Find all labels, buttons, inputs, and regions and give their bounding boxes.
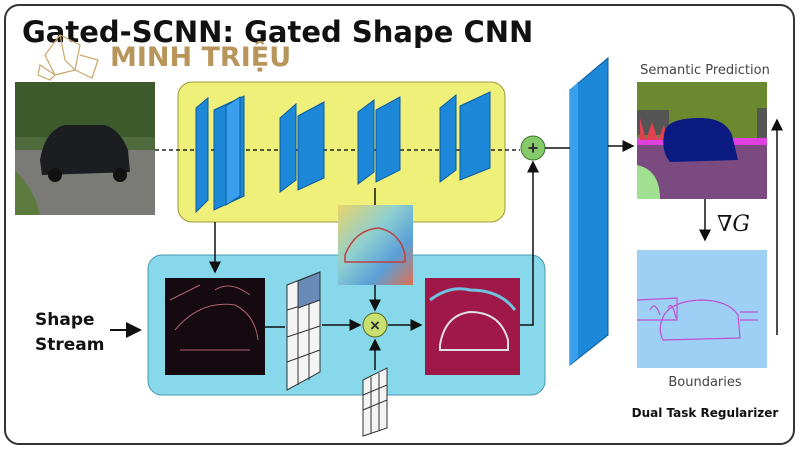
boundaries-image: [636, 250, 767, 368]
conv-block-3: [357, 96, 401, 185]
boundaries-label: Boundaries: [668, 375, 742, 390]
arrow-to-add: [520, 160, 539, 326]
plus-icon: +: [528, 138, 539, 158]
gradient-label: ∇G: [717, 212, 750, 237]
gate-grid: [286, 271, 321, 391]
multiply-node-icon: [362, 312, 388, 338]
edge-feature-image: [165, 278, 265, 375]
input-image: [15, 82, 155, 215]
semantic-prediction-label: Semantic Prediction: [640, 63, 770, 78]
conv-block-2: [279, 101, 325, 193]
shape-stream-label-1: Shape: [35, 310, 95, 330]
conv-block-1: [195, 95, 245, 214]
watermark-text: MINH TRIỆU: [110, 41, 291, 73]
semantic-prediction-image: [637, 82, 767, 199]
conv-block-4: [439, 91, 491, 183]
small-gate-grid: [362, 367, 388, 437]
shape-output-image: [425, 278, 520, 375]
attention-map-image: [338, 205, 413, 285]
slide-title: Gated-SCNN: Gated Shape CNN: [22, 15, 533, 49]
conv-blocks: [195, 91, 491, 214]
watermark-logo-icon: [37, 34, 99, 81]
times-icon: ×: [370, 316, 380, 335]
shape-stream-label-2: Stream: [35, 335, 104, 355]
fusion-block-side: [570, 82, 578, 365]
dual-task-regularizer-label: Dual Task Regularizer: [632, 406, 779, 420]
